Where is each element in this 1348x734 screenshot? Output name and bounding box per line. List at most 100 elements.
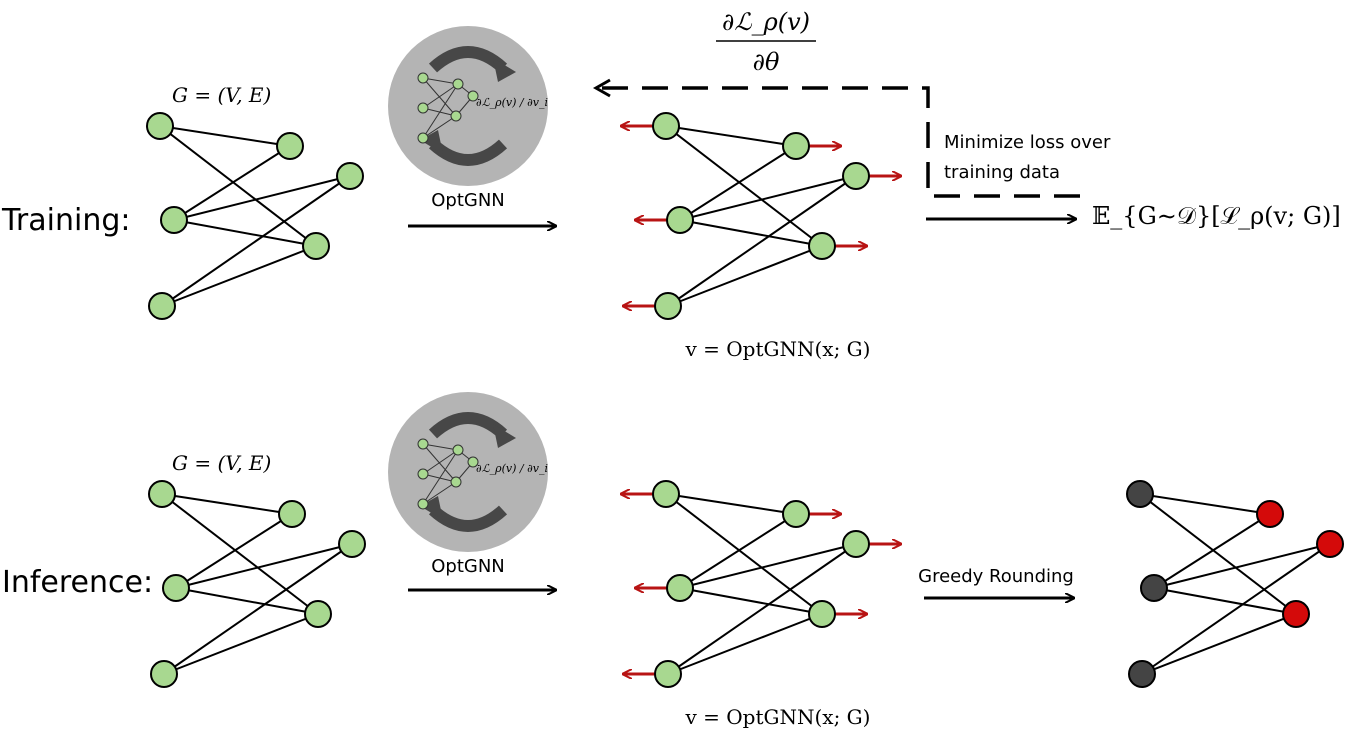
graph-node [148,480,176,508]
graph-edge [173,219,317,247]
grad-node-label: ∂ℒ_ρ(v) / ∂v_i [476,96,548,109]
graph-edge [161,245,317,307]
graph-edge [679,587,823,615]
graph-edge [679,543,857,589]
inference-output-equation: v = OptGNN(x; G) [685,705,871,729]
optgnn-circle [388,392,548,552]
graph-node [302,232,330,260]
graph-edge [1153,513,1271,589]
inference-output-graph [622,480,900,688]
graph-node [304,600,332,628]
cycle-arrowhead-top-icon [493,58,516,82]
inference-input-graph [148,480,366,688]
grad-theta-denominator: ∂θ [753,48,780,76]
feedback-dashed-arrow [598,86,1080,198]
graph-edge [161,175,351,307]
optgnn-circle [388,26,548,186]
rounded-graph [1126,480,1344,688]
graph-edge [665,493,797,515]
graph-edge [163,543,353,675]
rounding-label: Greedy Rounding [918,566,1074,587]
grad-theta-numerator: ∂ℒ_ρ(v) [722,8,810,36]
inference-row-label: Inference: [2,565,153,600]
training-model-label: OptGNN [431,190,505,211]
graph-edge [1139,493,1271,515]
graph-node [1316,530,1344,558]
graph-edge [1153,543,1331,589]
graph-node [1128,660,1156,688]
graph-node [160,206,188,234]
graph-edge [163,613,319,675]
graph-edge [1141,613,1297,675]
mini-network-icon [417,438,479,510]
graph-edge [667,613,823,675]
training-graph-label: G = (V, E) [172,83,271,107]
graph-node [1282,600,1310,628]
inference-model-label: OptGNN [431,556,505,577]
graph-edge [159,125,291,147]
graph-edge [667,175,857,307]
graph-node [1256,500,1284,528]
training-output-equation: v = OptGNN(x; G) [685,337,871,361]
graph-edge [665,125,823,247]
graph-node [338,530,366,558]
graph-node [276,132,304,160]
graph-edge [679,175,857,221]
graph-node [666,206,694,234]
graph-node [842,162,870,190]
graph-node [652,112,680,140]
training-output-graph [622,112,900,320]
graph-edge [173,175,351,221]
inference-graph-label: G = (V, E) [172,451,271,475]
training-input-graph [146,112,364,320]
cycle-arrowhead-bottom-icon [420,496,443,520]
graph-edge [159,125,317,247]
graph-edge [173,145,291,221]
graph-edge [679,513,797,589]
graph-edge [665,493,823,615]
training-optgnn-module: ∂ℒ_ρ(v) / ∂v_i [388,26,548,186]
mini-network-icon [417,72,479,144]
inference-optgnn-module: ∂ℒ_ρ(v) / ∂v_i [388,392,548,552]
graph-node [278,500,306,528]
graph-edge [679,145,797,221]
cycle-arrowhead-top-icon [493,424,516,448]
graph-edge [161,493,319,615]
graph-node [652,480,680,508]
graph-node [336,162,364,190]
graph-node [162,574,190,602]
graph-edge [161,493,293,515]
graph-edge [679,219,823,247]
graph-node [842,530,870,558]
graph-edge [1139,493,1297,615]
training-row: Training: G = (V, E) ∂ℒ_ρ(v) / ∂v_i OptG… [1,8,1341,361]
minimize-label-line2: training data [944,162,1060,183]
inference-row: Inference: G = (V, E) ∂ℒ_ρ(v) / ∂v_i Opt… [2,392,1344,729]
graph-edge [175,587,319,615]
graph-node [1140,574,1168,602]
graph-node [808,600,836,628]
minimize-label-line1: Minimize loss over [944,132,1111,153]
graph-node [782,132,810,160]
graph-node [654,292,682,320]
graph-node [654,660,682,688]
graph-edge [175,543,353,589]
graph-edge [665,125,797,147]
graph-edge [667,245,823,307]
cycle-arrowhead-bottom-icon [420,130,443,154]
graph-edge [667,543,857,675]
feedback-arrowhead [592,78,611,98]
graph-node [666,574,694,602]
training-row-label: Training: [1,203,130,238]
grad-node-label: ∂ℒ_ρ(v) / ∂v_i [476,462,548,475]
graph-node [148,292,176,320]
graph-node [782,500,810,528]
graph-node [1126,480,1154,508]
graph-edge [175,513,293,589]
graph-node [146,112,174,140]
graph-node [150,660,178,688]
expected-loss: 𝔼_{G∼𝒟}[ℒ_ρ(v; G)] [1092,202,1341,230]
graph-edge [1153,587,1297,615]
